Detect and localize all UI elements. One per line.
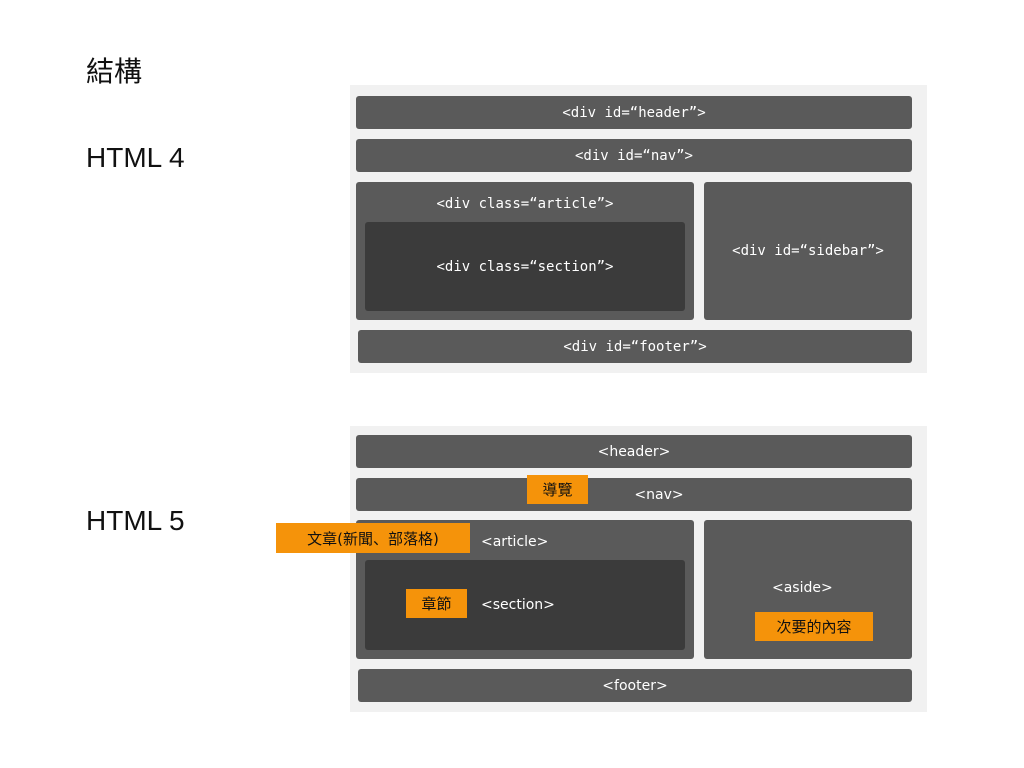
html5-aside-label: <aside> xyxy=(772,580,833,596)
html4-sidebar-block: <div id=“sidebar”> xyxy=(704,182,912,320)
html5-structure-diagram: <header> <nav> <footer> <article> <secti… xyxy=(350,426,927,712)
slide-title: 結構 xyxy=(86,55,143,88)
html5-footer-block: <footer> xyxy=(358,669,912,702)
html5-article-label: <article> xyxy=(481,534,549,550)
html5-header-block: <header> xyxy=(356,435,912,468)
html5-section-label: <section> xyxy=(481,597,555,613)
html4-article-label: <div class=“article”> xyxy=(436,196,614,212)
html4-section-block: <div class=“section”> xyxy=(365,222,685,311)
section-note-badge: 章節 xyxy=(406,589,467,618)
nav-note-badge: 導覽 xyxy=(527,475,588,504)
html5-nav-label: <nav> xyxy=(634,486,684,503)
html4-nav-block: <div id=“nav”> xyxy=(356,139,912,172)
html4-footer-block: <div id=“footer”> xyxy=(358,330,912,363)
html5-label: HTML 5 xyxy=(86,505,185,536)
aside-note-badge: 次要的內容 xyxy=(755,612,873,641)
html4-header-block: <div id=“header”> xyxy=(356,96,912,129)
html5-nav-block: <nav> xyxy=(356,478,912,511)
html4-structure-diagram: <div id=“header”> <div id=“nav”> <div cl… xyxy=(350,85,927,373)
html4-label: HTML 4 xyxy=(86,142,185,173)
article-note-badge: 文章(新聞、部落格) xyxy=(276,523,470,553)
